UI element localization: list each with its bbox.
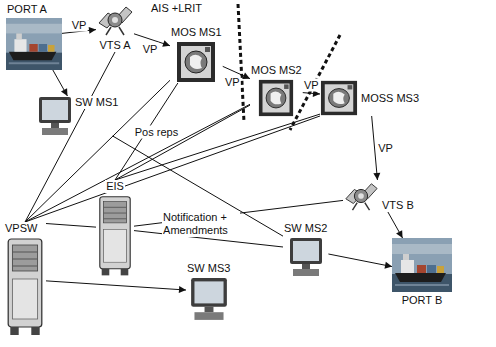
connector-line bbox=[25, 80, 170, 222]
vts-station-icon bbox=[343, 180, 379, 212]
single-window-node: SW MS2 bbox=[283, 222, 328, 277]
connector bbox=[25, 80, 170, 222]
arrowhead bbox=[373, 173, 380, 180]
port-node: PORT A bbox=[6, 3, 62, 70]
port-photo bbox=[6, 18, 62, 70]
node-label: EIS bbox=[105, 180, 125, 193]
mos-icon bbox=[320, 80, 358, 116]
connector bbox=[46, 224, 96, 228]
edge-label: VP bbox=[224, 75, 241, 88]
server-icon bbox=[96, 195, 134, 277]
annotation-label: AIS +LRIT bbox=[150, 2, 203, 15]
edge-label: VP bbox=[71, 18, 88, 31]
computer-icon bbox=[289, 237, 323, 277]
arrowhead bbox=[384, 262, 392, 269]
connector-line bbox=[388, 212, 403, 238]
node-label: MOSS MS3 bbox=[360, 92, 420, 105]
node-label: SW MS2 bbox=[283, 222, 328, 235]
arrowhead bbox=[179, 286, 186, 293]
single-window-node: SW MS3 bbox=[186, 262, 231, 321]
mos-icon bbox=[176, 41, 216, 83]
connector-line bbox=[53, 70, 68, 96]
node-icon bbox=[4, 237, 46, 337]
vts-node: VTS A bbox=[96, 3, 134, 52]
server-icon bbox=[4, 237, 46, 337]
connector-line bbox=[113, 136, 283, 236]
connector bbox=[115, 105, 250, 180]
node-icon bbox=[320, 80, 358, 116]
node-icon bbox=[6, 18, 62, 70]
mos-node: MOSS MS3 bbox=[320, 80, 420, 116]
node-icon bbox=[190, 277, 228, 321]
node-label: VTS B bbox=[381, 199, 415, 212]
connector bbox=[328, 254, 392, 269]
edge-label: VP bbox=[142, 42, 159, 55]
connector-line bbox=[328, 254, 392, 267]
mos-node: MOS MS1 bbox=[170, 26, 223, 83]
mos-node: MOS MS2 bbox=[250, 64, 303, 117]
boundary-line bbox=[238, 4, 244, 122]
connector-line bbox=[46, 281, 186, 290]
connector-line bbox=[115, 114, 320, 180]
connector bbox=[53, 70, 68, 96]
node-icon bbox=[258, 79, 294, 117]
connector bbox=[115, 114, 320, 180]
connector-line bbox=[25, 116, 320, 222]
node-label: VPSW bbox=[4, 222, 38, 235]
node-icon bbox=[96, 3, 134, 37]
node-icon bbox=[38, 96, 72, 136]
node-icon bbox=[392, 238, 452, 292]
arrowhead bbox=[61, 88, 67, 96]
edge-label: Notification + Amendments bbox=[162, 211, 240, 237]
server-node: EIS bbox=[96, 180, 134, 277]
vts-station-icon bbox=[96, 3, 134, 37]
mos-icon bbox=[258, 79, 294, 117]
node-label: PORT A bbox=[6, 3, 48, 16]
node-label: SW MS3 bbox=[186, 262, 231, 275]
connector bbox=[113, 136, 283, 236]
edge-label: VP bbox=[303, 79, 320, 92]
node-icon bbox=[289, 237, 323, 277]
node-icon bbox=[343, 180, 379, 212]
node-label: MOS MS1 bbox=[170, 26, 223, 39]
edge-label: VP bbox=[377, 142, 394, 155]
computer-icon bbox=[190, 277, 228, 321]
arrowhead bbox=[396, 230, 402, 238]
node-icon bbox=[96, 195, 134, 277]
server-node: VPSW bbox=[4, 222, 46, 337]
connector bbox=[388, 212, 403, 238]
arrowhead bbox=[162, 40, 170, 47]
single-window-node: SW MS1 bbox=[38, 96, 119, 136]
vts-node: VTS B bbox=[343, 180, 415, 212]
node-label: PORT B bbox=[401, 294, 444, 307]
node-label: MOS MS2 bbox=[250, 64, 303, 77]
connector bbox=[25, 116, 320, 222]
port-node: PORT B bbox=[392, 238, 452, 307]
arrowhead bbox=[89, 27, 96, 34]
connector-line bbox=[46, 224, 96, 228]
node-label: SW MS1 bbox=[74, 96, 119, 109]
port-photo bbox=[392, 238, 452, 292]
computer-icon bbox=[38, 96, 72, 136]
connector-line bbox=[115, 105, 250, 180]
node-label: VTS A bbox=[98, 39, 131, 52]
arrowhead bbox=[242, 73, 250, 79]
node-icon bbox=[176, 41, 216, 83]
connector bbox=[46, 281, 186, 293]
edge-label: Pos reps bbox=[134, 125, 179, 138]
